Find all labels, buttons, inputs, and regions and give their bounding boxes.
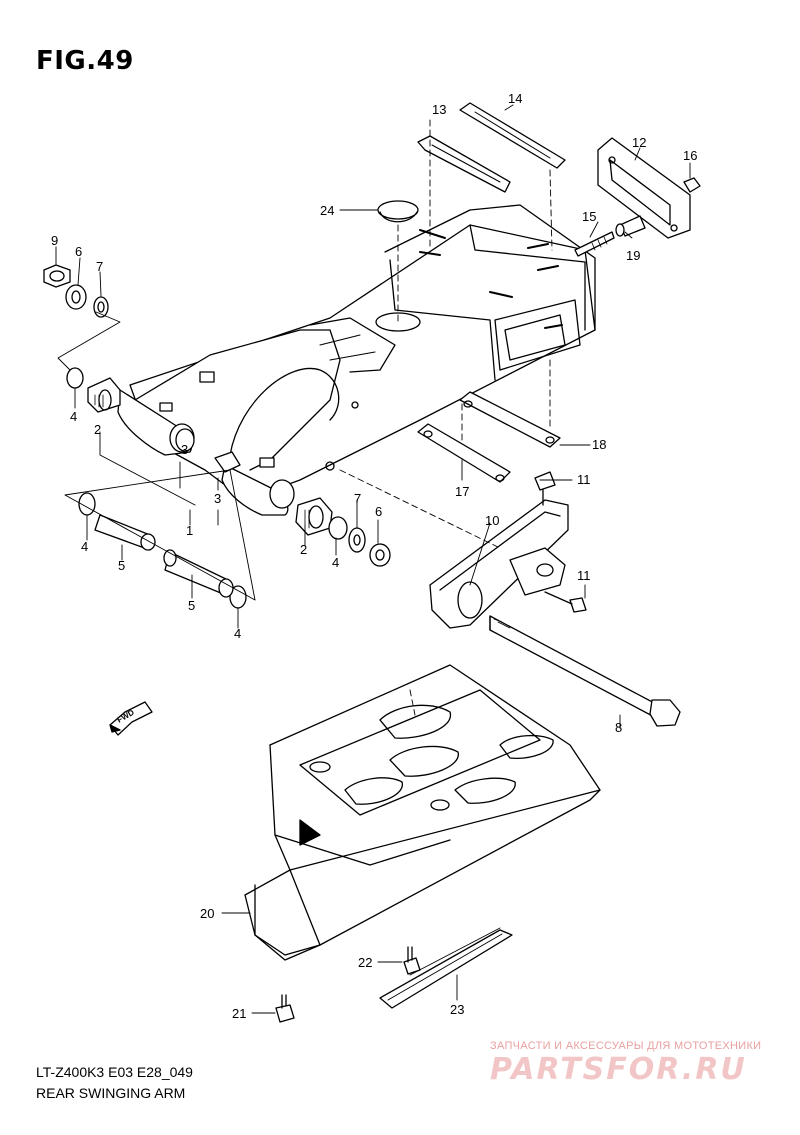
callout-5a: 5 <box>118 558 125 573</box>
callout-7a: 7 <box>96 259 103 274</box>
callout-4d: 4 <box>332 555 339 570</box>
lower-plates <box>417 391 561 483</box>
figure-title: FIG.49 <box>36 46 134 76</box>
callout-6a: 6 <box>75 244 82 259</box>
callout-13: 13 <box>432 102 446 117</box>
callout-4c: 4 <box>234 626 241 641</box>
pivot-axle-part <box>489 615 681 727</box>
callout-23: 23 <box>450 1002 464 1017</box>
callout-17: 17 <box>455 484 469 499</box>
callout-labels: 9 6 7 4 2 3 1 3 4 5 5 4 2 4 7 6 10 11 11… <box>51 91 697 1021</box>
callout-22: 22 <box>358 955 372 970</box>
pivot-plate-part <box>429 471 587 629</box>
top-plates <box>377 102 701 257</box>
callout-11b: 11 <box>577 568 591 583</box>
callout-14: 14 <box>508 91 522 106</box>
callout-2b: 2 <box>300 542 307 557</box>
callout-4b: 4 <box>81 539 88 554</box>
callout-9: 9 <box>51 233 58 248</box>
watermark-logo: PARTSFOR.RU <box>490 1052 747 1087</box>
guard-and-bolts <box>275 927 513 1023</box>
callout-19: 19 <box>626 248 640 263</box>
leader-lines <box>55 104 691 1014</box>
callout-18: 18 <box>592 437 606 452</box>
callout-4a: 4 <box>70 409 77 424</box>
callout-16: 16 <box>683 148 697 163</box>
diagram-caption: REAR SWINGING ARM <box>36 1085 186 1101</box>
callout-8: 8 <box>615 720 622 735</box>
callout-21: 21 <box>232 1006 246 1021</box>
callout-3b: 3 <box>214 491 221 506</box>
skid-plate-part <box>244 664 601 961</box>
callout-1: 1 <box>186 523 193 538</box>
forward-arrow-icon <box>109 724 121 733</box>
callout-10: 10 <box>485 513 499 528</box>
callout-7b: 7 <box>354 491 361 506</box>
callout-11a: 11 <box>577 472 591 487</box>
callout-3a: 3 <box>181 442 188 457</box>
left-bearing-set <box>43 264 256 609</box>
callout-5b: 5 <box>188 598 195 613</box>
callout-12: 12 <box>632 135 646 150</box>
callout-20: 20 <box>200 906 214 921</box>
callout-15: 15 <box>582 209 596 224</box>
callout-24: 24 <box>320 203 334 218</box>
watermark-tagline: ЗАПЧАСТИ И АКСЕССУАРЫ ДЛЯ МОТОТЕХНИКИ <box>490 1040 762 1052</box>
callout-2a: 2 <box>94 422 101 437</box>
model-code: LT-Z400K3 E03 E28_049 <box>36 1064 193 1080</box>
fwd-marker <box>109 701 153 736</box>
callout-6b: 6 <box>375 504 382 519</box>
swing-arm-part <box>117 204 596 516</box>
